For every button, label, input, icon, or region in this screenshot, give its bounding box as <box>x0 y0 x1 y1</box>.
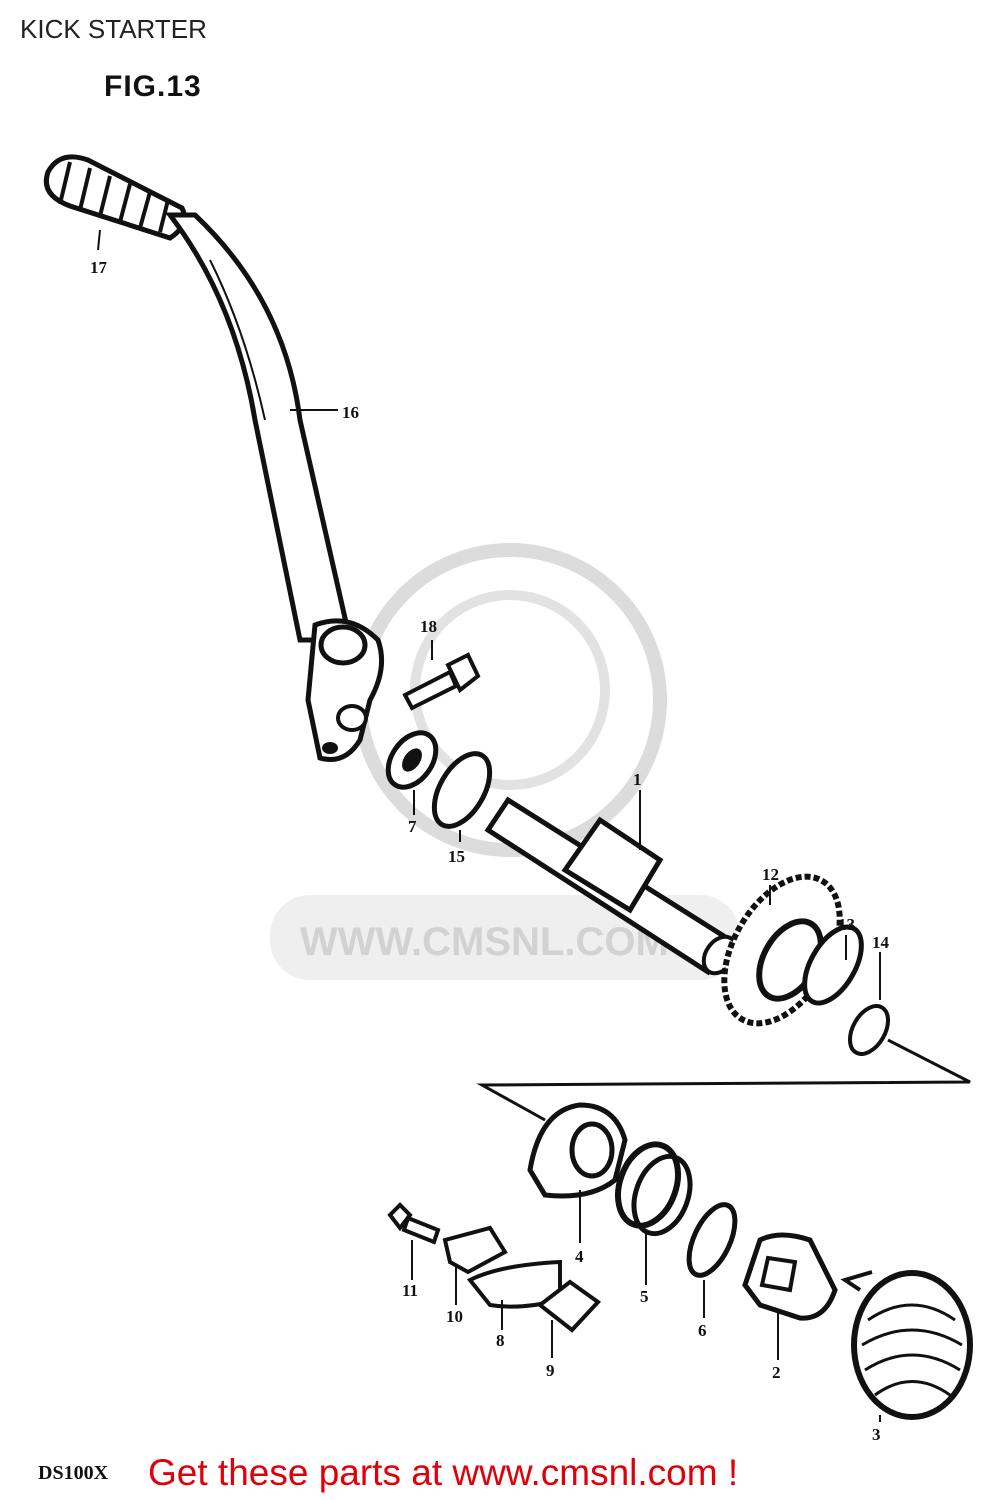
assembly-guide-line <box>476 1038 971 1122</box>
figure-label: FIG.13 <box>104 70 202 103</box>
callout-7: 7 <box>408 817 417 836</box>
kick-stopper-plate[interactable] <box>536 1279 602 1333</box>
oil-seal[interactable] <box>378 724 445 796</box>
callout-17: 17 <box>90 258 108 277</box>
callout-18: 18 <box>420 617 437 636</box>
model-code: DS100X <box>38 1462 109 1484</box>
kick-spring[interactable] <box>607 1136 700 1242</box>
callout-4: 4 <box>575 1247 584 1266</box>
gear-washer[interactable] <box>793 918 873 1013</box>
callout-2: 2 <box>772 1363 781 1382</box>
callout-10: 10 <box>446 1307 463 1326</box>
leader-lines <box>97 229 881 1422</box>
kick-starter-lever[interactable] <box>164 212 385 762</box>
callout-3: 3 <box>872 1425 881 1444</box>
callout-16: 16 <box>342 403 359 422</box>
callout-8: 8 <box>496 1331 505 1350</box>
callout-12: 12 <box>762 865 779 884</box>
callout-11: 11 <box>402 1281 418 1300</box>
callout-14: 14 <box>872 933 890 952</box>
callout-6: 6 <box>698 1321 707 1340</box>
washer[interactable] <box>423 744 501 835</box>
return-spring[interactable] <box>840 1270 973 1420</box>
page-title: KICK STARTER <box>20 14 207 44</box>
callout-1: 1 <box>633 770 642 789</box>
callout-labels: 17 16 18 7 15 1 12 13 14 4 5 6 2 3 11 10… <box>90 258 890 1444</box>
kick-starter-shaft[interactable] <box>484 790 743 979</box>
spring-washer[interactable] <box>680 1198 745 1282</box>
kick-grip-rubber[interactable] <box>43 154 187 241</box>
kick-starter-guide[interactable] <box>527 1102 628 1199</box>
callout-9: 9 <box>546 1361 555 1380</box>
stopper-bolt[interactable] <box>387 1202 441 1245</box>
bolt[interactable] <box>402 652 481 711</box>
watermark-text: WWW.CMSNL.COM <box>300 920 669 964</box>
callout-15: 15 <box>448 847 465 866</box>
callout-13: 13 <box>838 915 855 934</box>
kick-stopper[interactable] <box>466 1259 562 1309</box>
spring-guide[interactable] <box>742 1232 838 1321</box>
stopper-plate[interactable] <box>442 1225 508 1275</box>
get-parts-link[interactable]: Get these parts at www.cmsnl.com ! <box>148 1452 739 1493</box>
circlip[interactable] <box>842 999 896 1060</box>
callout-5: 5 <box>640 1287 649 1306</box>
